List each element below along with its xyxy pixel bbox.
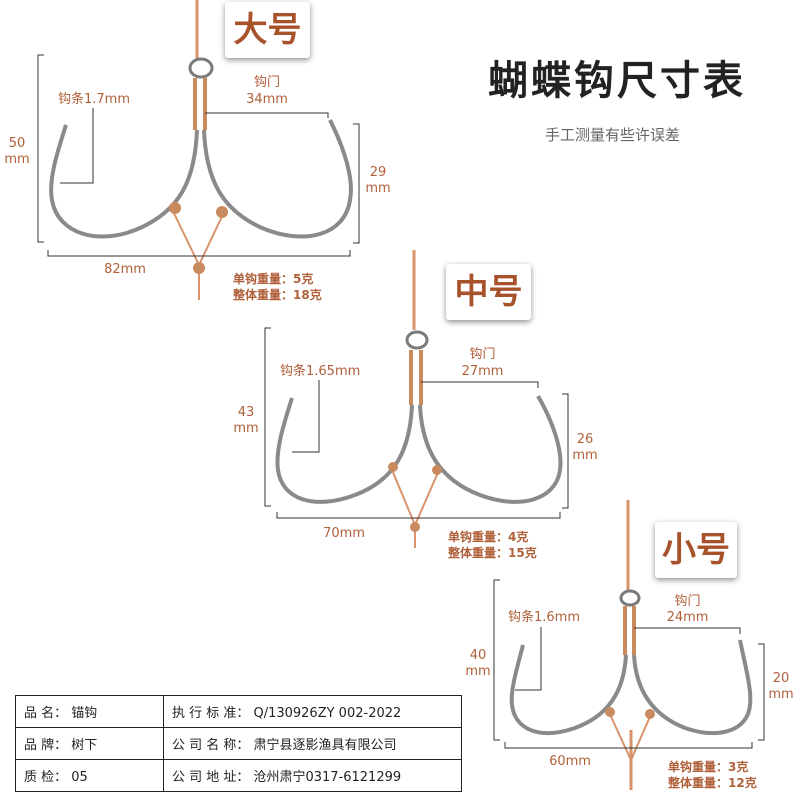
medium-wire-line bbox=[292, 380, 320, 453]
small-hook-wrap bbox=[623, 606, 636, 655]
small-width-line bbox=[504, 742, 753, 749]
large-hook-knot-left bbox=[169, 202, 181, 214]
table-row: 质 检： 05 公 司 地 址： 沧州肃宁0317-6121299 bbox=[15, 759, 463, 792]
large-hook-eye bbox=[188, 57, 214, 79]
medium-size-badge: 中号 bbox=[446, 264, 531, 320]
spec-table: 品 名： 锚钩 执 行 标 准： Q/130926ZY 002-2022 品 牌… bbox=[15, 695, 463, 792]
small-gap-line bbox=[634, 627, 741, 634]
medium-height-line bbox=[264, 327, 271, 507]
large-height-line bbox=[37, 54, 44, 243]
table-cell: 执 行 标 准： Q/130926ZY 002-2022 bbox=[162, 695, 463, 728]
medium-gap-value: 27mm bbox=[461, 364, 504, 379]
medium-gap-line bbox=[421, 381, 539, 388]
small-hook-eye bbox=[619, 589, 641, 607]
medium-gap-label: 钩门 bbox=[469, 347, 496, 362]
medium-wire-label: 钩条1.65mm bbox=[280, 364, 361, 379]
medium-bend-unit: mm bbox=[572, 448, 598, 463]
large-hook-knot-line bbox=[169, 204, 226, 300]
large-gap-label: 钩门 bbox=[253, 75, 280, 90]
page-subtitle: 手工测量有些许误差 bbox=[545, 126, 681, 144]
medium-bend-line bbox=[562, 393, 569, 509]
small-hook-left bbox=[509, 644, 628, 736]
large-single-weight: 单钩重量：5克 bbox=[233, 272, 314, 286]
table-cell: 公 司 名 称： 肃宁县逐影渔具有限公司 bbox=[162, 727, 463, 760]
small-size-badge: 小号 bbox=[655, 522, 737, 578]
small-gap-value: 24mm bbox=[666, 610, 709, 625]
small-wire-line bbox=[515, 627, 542, 691]
large-bend-unit: mm bbox=[365, 181, 391, 196]
large-height-unit: mm bbox=[4, 152, 30, 167]
large-hook-drawing bbox=[37, 0, 360, 300]
large-width-value: 82mm bbox=[104, 262, 146, 277]
large-size-badge: 大号 bbox=[225, 2, 310, 58]
medium-hook-eye bbox=[405, 330, 429, 350]
small-hook-knot-right bbox=[645, 709, 655, 719]
small-hook-cord bbox=[626, 500, 633, 790]
small-single-weight: 单钩重量：3克 bbox=[668, 760, 749, 774]
medium-hook-wrap bbox=[409, 350, 423, 405]
large-total-weight: 整体重量：18克 bbox=[233, 288, 322, 302]
small-hook-knot-line bbox=[607, 709, 653, 763]
small-gap-label: 钩门 bbox=[674, 594, 701, 609]
table-row: 品 牌： 树下 公 司 名 称： 肃宁县逐影渔具有限公司 bbox=[15, 727, 463, 760]
medium-hook-knot-line bbox=[389, 464, 441, 548]
large-hook-right bbox=[202, 119, 353, 239]
large-wire-line bbox=[60, 108, 94, 184]
medium-hook-right bbox=[418, 394, 563, 504]
small-bend-value: 20 bbox=[772, 671, 790, 686]
small-width-value: 60mm bbox=[549, 754, 591, 769]
large-gap-line bbox=[205, 112, 329, 118]
medium-hook-knot-bottom bbox=[410, 522, 420, 532]
large-wire-label: 钩条1.7mm bbox=[58, 92, 131, 107]
medium-width-value: 70mm bbox=[323, 526, 365, 541]
medium-width-line bbox=[276, 512, 561, 519]
table-cell: 质 检： 05 bbox=[15, 759, 164, 792]
medium-total-weight: 整体重量：15克 bbox=[448, 546, 537, 560]
table-cell: 品 名： 锚钩 bbox=[15, 695, 164, 728]
medium-hook-left bbox=[275, 397, 414, 504]
large-bend-line bbox=[353, 123, 360, 244]
large-height-value: 50 bbox=[8, 136, 26, 151]
small-total-weight: 整体重量：12克 bbox=[668, 776, 757, 790]
large-width-line bbox=[47, 250, 351, 257]
medium-hook-drawing bbox=[264, 250, 569, 548]
medium-height-value: 43 bbox=[237, 405, 255, 420]
large-bend-value: 29 bbox=[369, 165, 387, 180]
page-title: 蝴蝶钩尺寸表 bbox=[488, 58, 746, 104]
small-bend-line bbox=[758, 643, 765, 741]
small-hook-knot-left bbox=[605, 707, 615, 717]
small-bend-unit: mm bbox=[768, 687, 794, 702]
large-hook-knot-bottom bbox=[193, 262, 205, 274]
medium-hook-knot-right bbox=[432, 465, 442, 475]
small-height-value: 40 bbox=[469, 648, 487, 663]
medium-single-weight: 单钩重量：4克 bbox=[448, 530, 529, 544]
small-height-unit: mm bbox=[465, 664, 491, 679]
table-cell: 品 牌： 树下 bbox=[15, 727, 164, 760]
medium-hook-knot-left bbox=[388, 462, 398, 472]
small-hook-drawing bbox=[493, 500, 765, 790]
small-hook-right bbox=[632, 639, 753, 736]
large-hook-left bbox=[49, 124, 199, 239]
large-hook-wrap bbox=[193, 78, 207, 130]
large-gap-value: 34mm bbox=[246, 92, 288, 107]
medium-bend-value: 26 bbox=[576, 432, 594, 447]
large-hook-knot-right bbox=[216, 206, 228, 218]
table-row: 品 名： 锚钩 执 行 标 准： Q/130926ZY 002-2022 bbox=[15, 695, 463, 728]
table-cell: 公 司 地 址： 沧州肃宁0317-6121299 bbox=[162, 759, 463, 792]
small-height-line bbox=[493, 579, 500, 741]
small-wire-label: 钩条1.6mm bbox=[508, 610, 581, 625]
medium-height-unit: mm bbox=[233, 421, 259, 436]
